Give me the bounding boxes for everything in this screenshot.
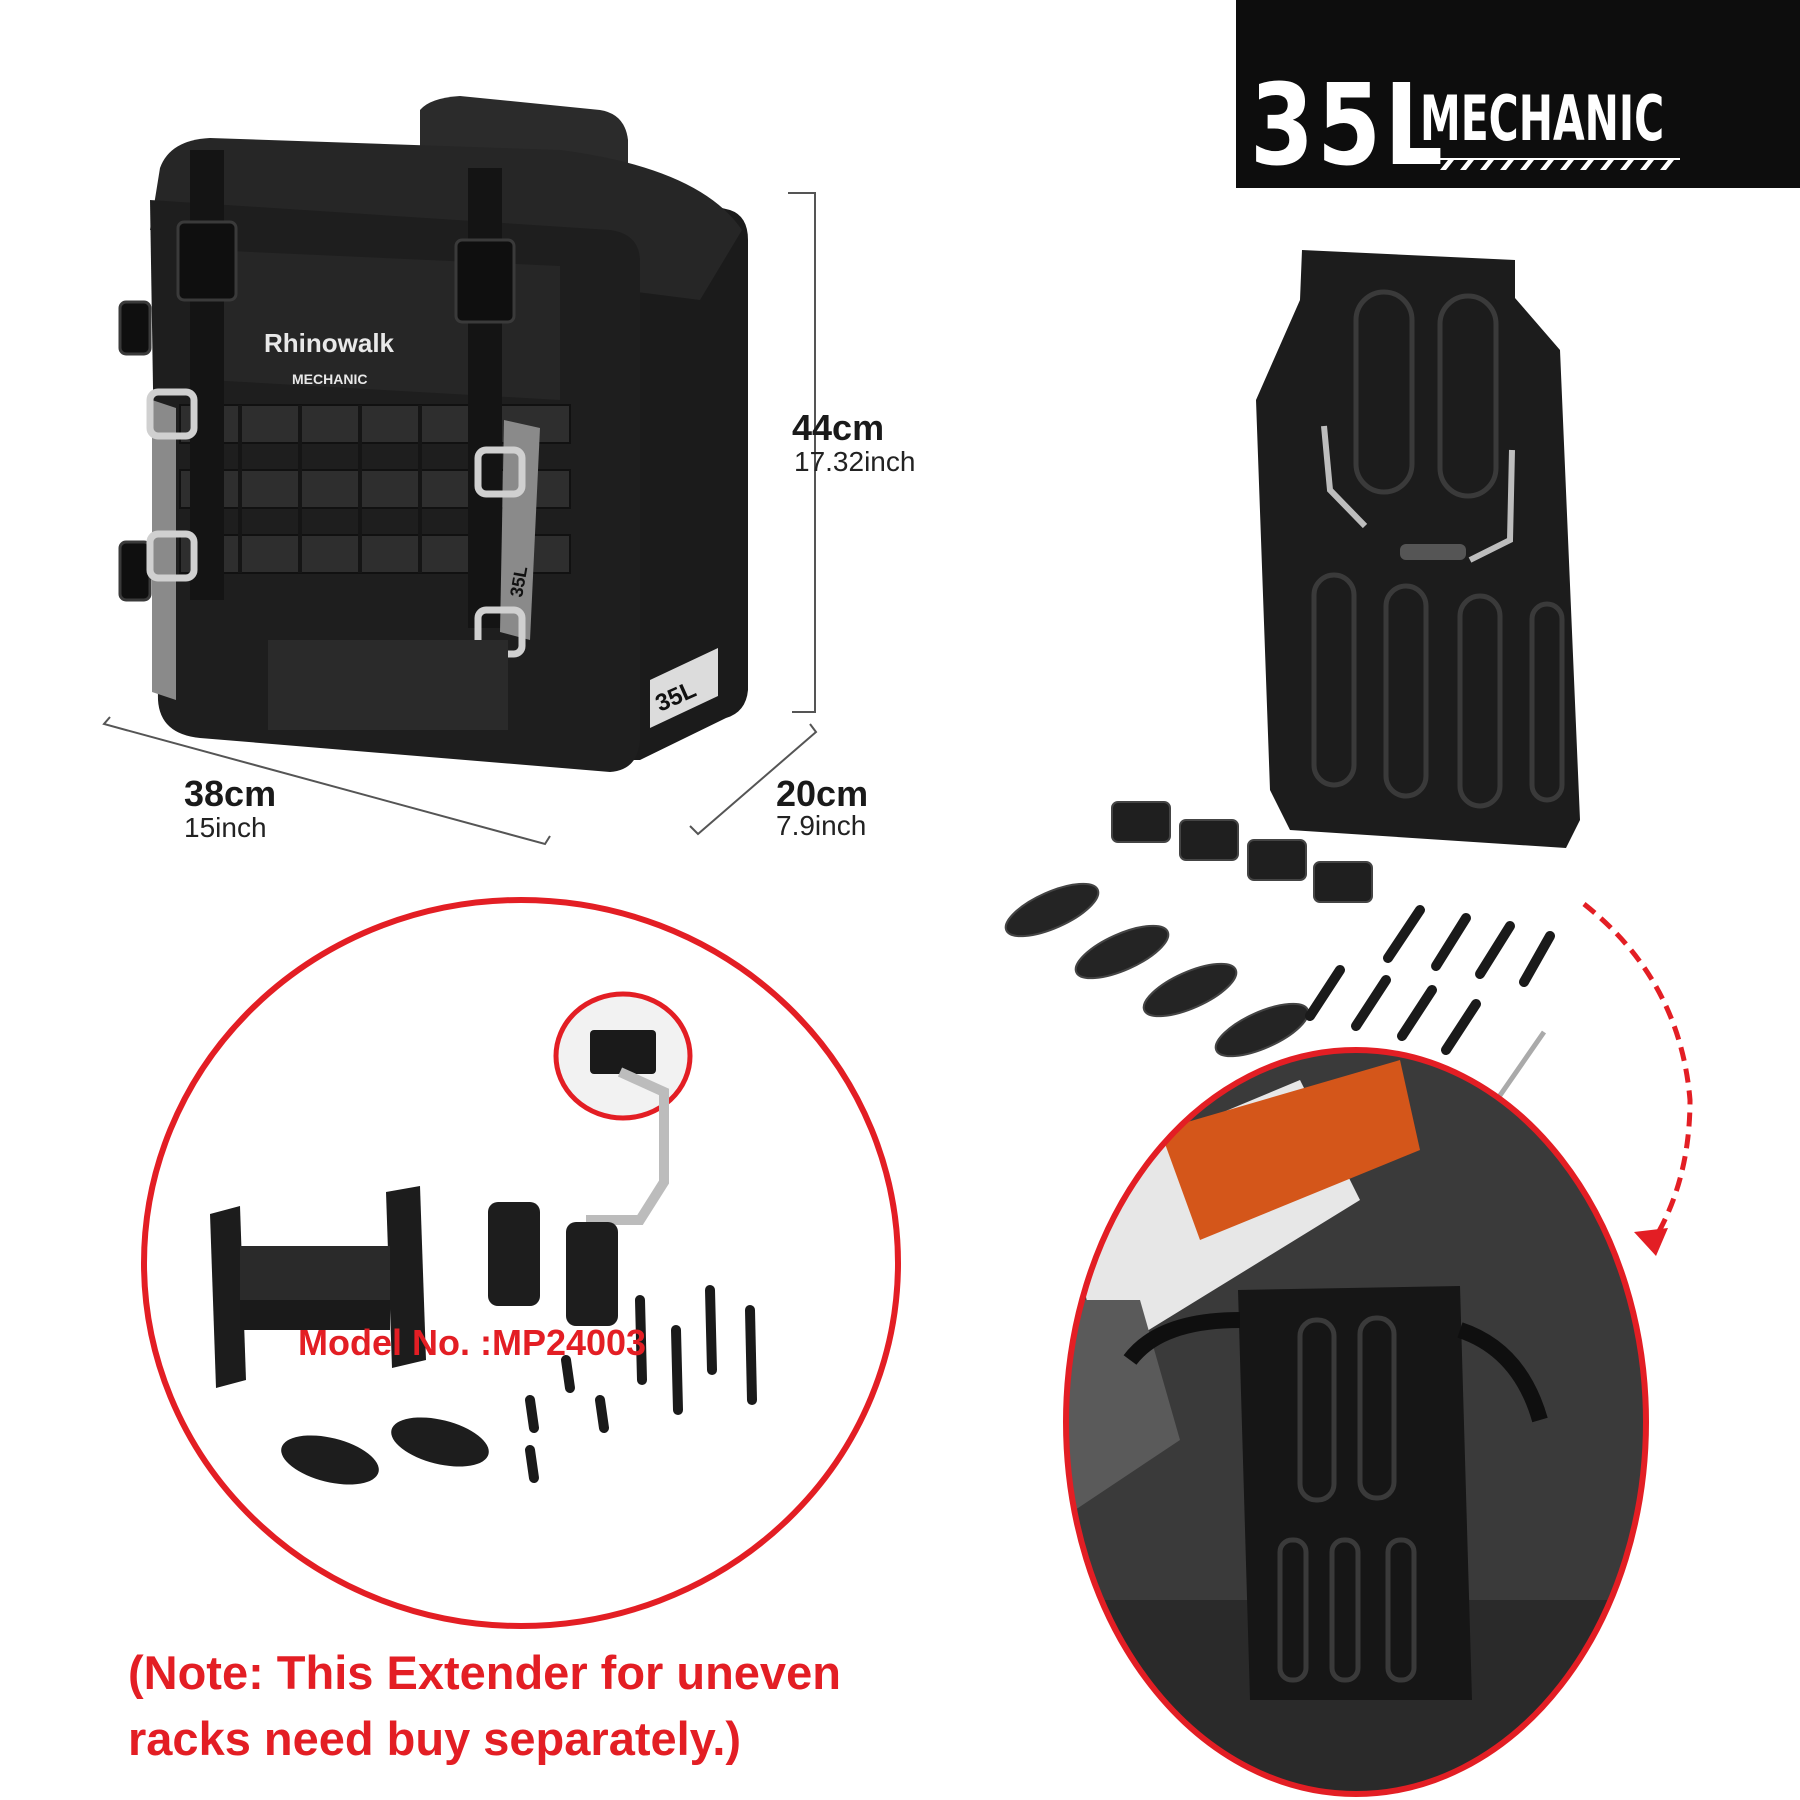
installed-circle [1063, 1047, 1649, 1797]
separate-purchase-note: (Note: This Extender for uneven racks ne… [128, 1640, 841, 1772]
badge-stripes [1430, 158, 1680, 170]
bag-series-text: MECHANIC [292, 371, 367, 387]
note-line-2: racks need buy separately.) [128, 1712, 742, 1765]
badge-capacity: 35L [1250, 61, 1447, 191]
extender-circle [141, 897, 901, 1629]
height-inch-label: 17.32inch [794, 446, 916, 477]
red-arrow [1582, 902, 1693, 1256]
note-line-1: (Note: This Extender for uneven [128, 1646, 841, 1699]
bag-brand-text: Rhinowalk [264, 328, 395, 358]
tail-bag-image: 35L Rhinowalk MECHANIC 35L [118, 96, 748, 772]
extender-model-label: Model No. :MP24003 [298, 1322, 647, 1363]
height-cm-label: 44cm [792, 407, 885, 448]
width-cm-label: 38cm [184, 773, 277, 814]
width-inch-label: 15inch [184, 812, 267, 843]
hardware-kit-image [1004, 801, 1555, 1108]
badge-name: MECHANIC [1420, 82, 1665, 155]
dimension-lines [102, 192, 818, 846]
depth-cm-label: 20cm [776, 773, 869, 814]
depth-inch-label: 7.9inch [776, 810, 867, 841]
capacity-badge: 35L MECHANIC [1236, 0, 1800, 188]
mounting-plate-image [1256, 250, 1580, 848]
